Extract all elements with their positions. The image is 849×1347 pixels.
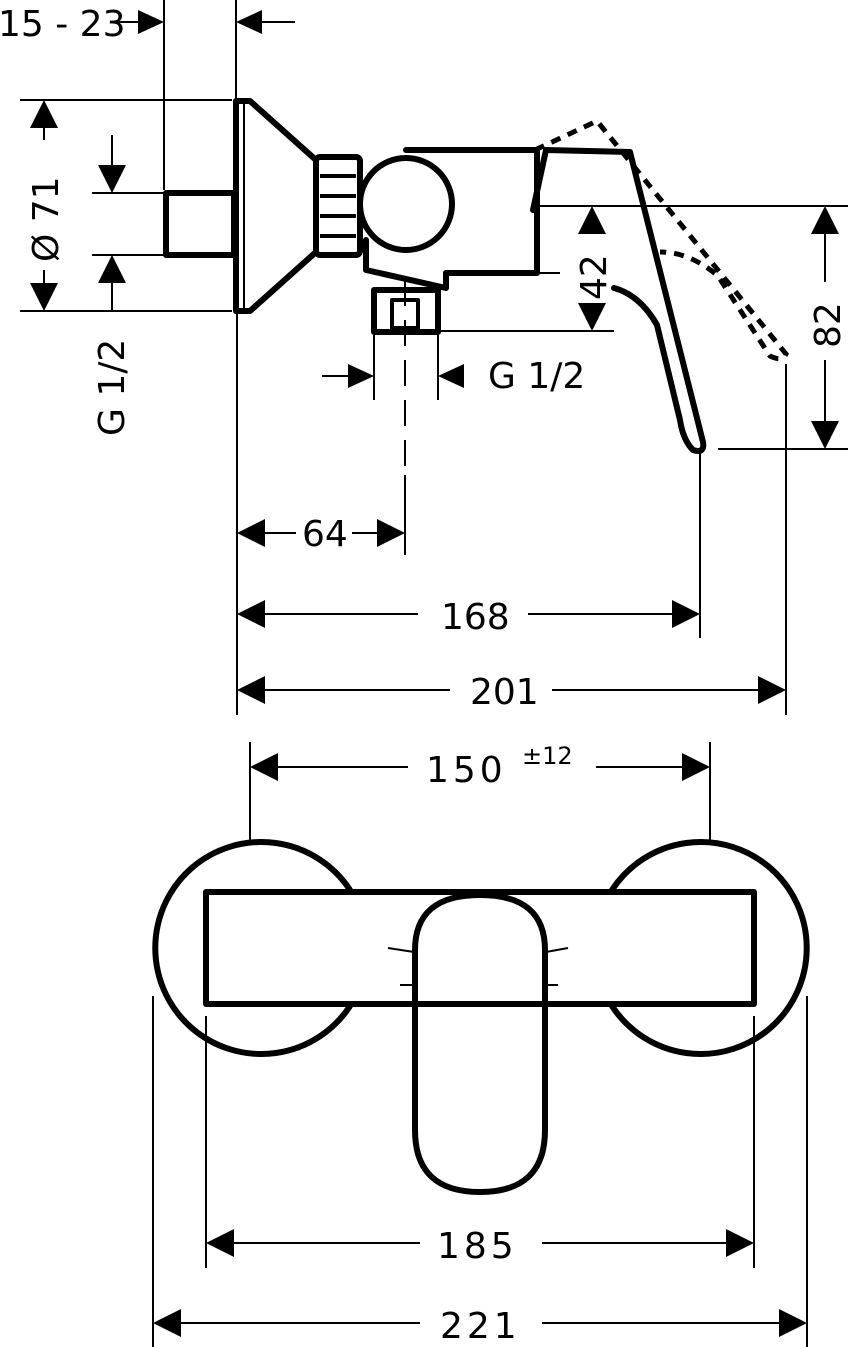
dim-lever-height: 82 [718, 206, 849, 450]
dim-lever-projection: 168 [237, 597, 700, 638]
lever-ticks [387, 947, 569, 986]
total-width-label: 221 [440, 1306, 521, 1347]
dim-total-width: 221 [153, 1306, 807, 1347]
dim-wall-adjust: 15 - 23 [0, 0, 295, 190]
outlet-distance-label: 64 [302, 514, 348, 555]
lever-front [412, 892, 548, 1195]
body-width-label: 185 [437, 1226, 518, 1267]
inlet-thread-label: G 1/2 [92, 339, 133, 436]
lever-dashed [533, 117, 789, 362]
front-view: 150 ±12 185 [152, 742, 810, 1347]
dim-center-distance: 150 ±12 [249, 742, 711, 842]
center-tolerance-label: ±12 [522, 742, 573, 770]
left-rosette [152, 839, 353, 1057]
outlet-thread-label: G 1/2 [488, 356, 585, 397]
outlet-height-label: 42 [574, 254, 615, 300]
side-view: 15 - 23 Ø 71 G 1/2 [0, 0, 849, 715]
right-rosette [609, 839, 810, 1057]
body-bar [203, 889, 757, 1007]
inlet-connector [163, 190, 237, 258]
dim-outlet-thread: G 1/2 [322, 335, 585, 400]
lever-height-label: 82 [808, 302, 849, 348]
total-projection-label: 201 [470, 672, 539, 713]
lever-projection-label: 168 [441, 597, 510, 638]
dim-outlet-distance: 64 [237, 514, 405, 555]
lever-solid [530, 147, 707, 454]
dim-outlet-height: 42 [574, 206, 615, 331]
dim-body-width: 185 [206, 1226, 754, 1267]
wall-flange [233, 98, 319, 314]
dim-total-projection: 201 [237, 672, 786, 713]
dim-flange-diameter: Ø 71 [20, 99, 232, 312]
threaded-nut [313, 154, 363, 258]
center-distance-label: 150 [426, 750, 507, 791]
dim-inlet-thread: G 1/2 [92, 135, 166, 436]
wall-adjust-label: 15 - 23 [0, 4, 126, 45]
flange-diameter-label: Ø 71 [26, 176, 67, 262]
mixer-body [357, 147, 540, 291]
